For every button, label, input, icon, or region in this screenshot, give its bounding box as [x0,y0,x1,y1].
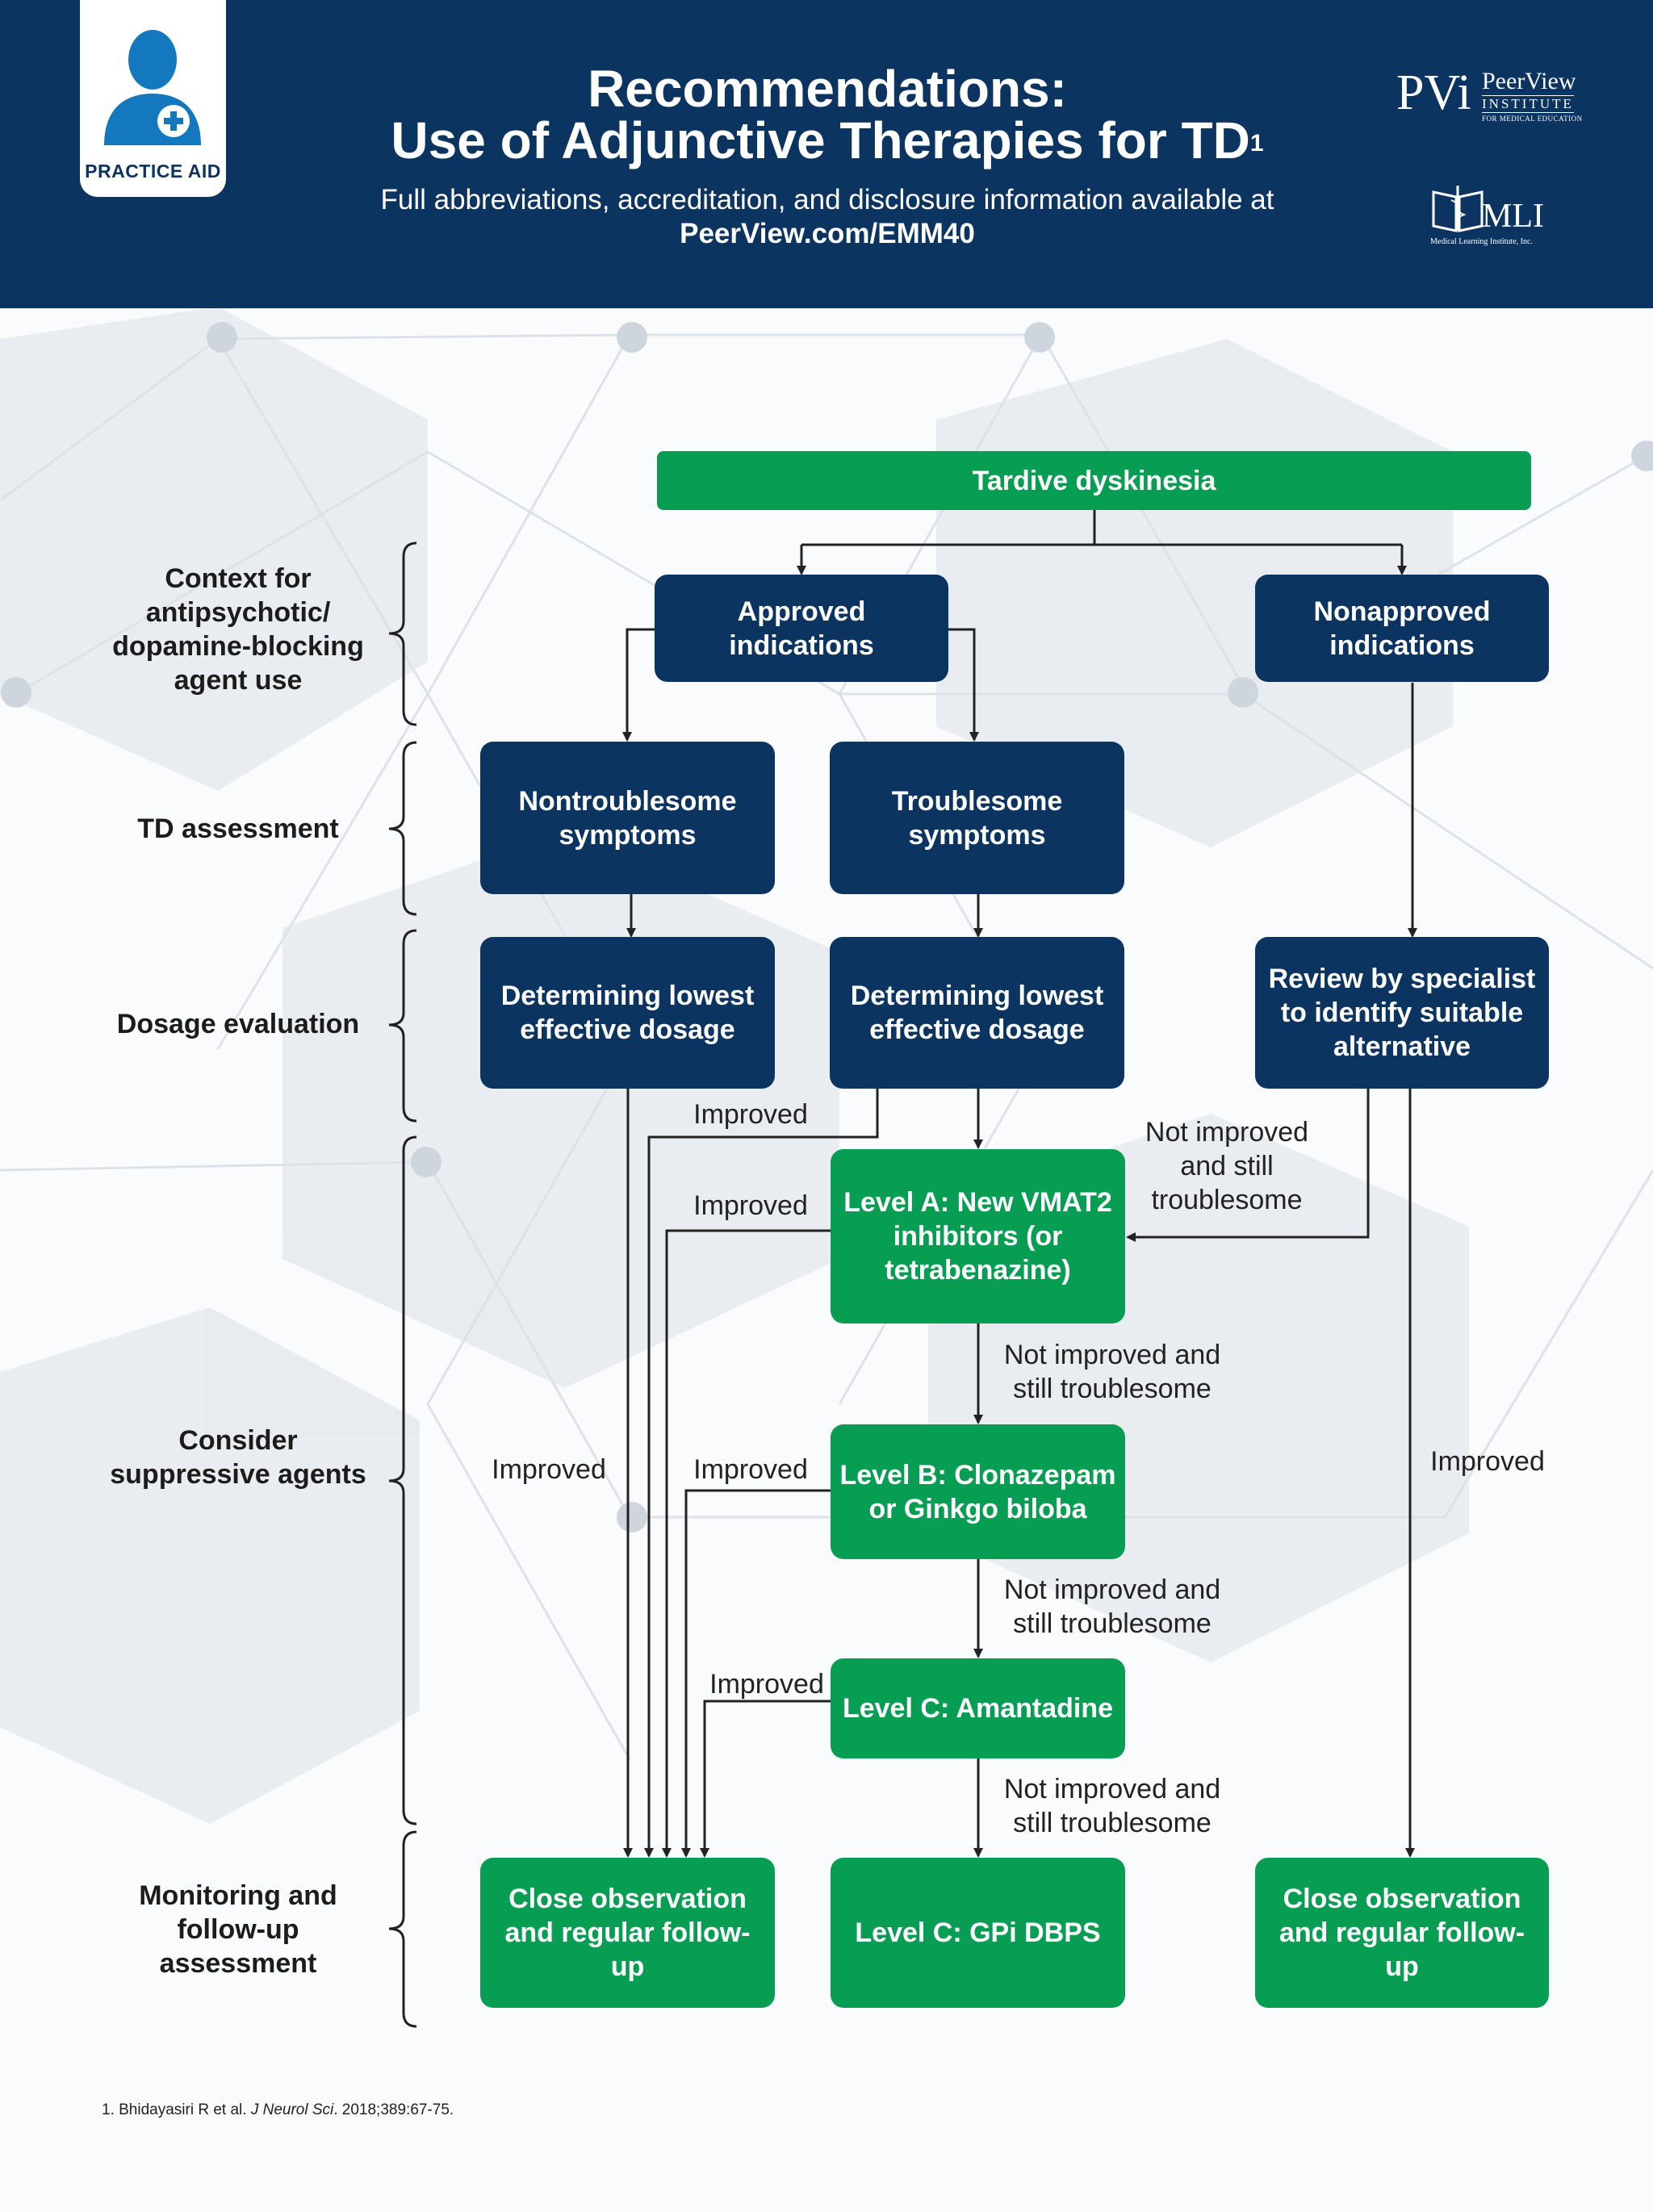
node-level-c2: Level C: GPi DBPS [831,1858,1125,2008]
stage-label-monitoring: Monitoring and follow-up assessment [139,1880,337,1979]
mli-logo-subtitle: Medical Learning Institute, Inc. [1430,237,1533,246]
node-nonapproved-indications: Nonapproved indications [1255,575,1549,682]
edge-approved-nontroublesome [622,628,655,742]
node-specialist-review: Review by specialist to identify suitabl… [1255,937,1549,1089]
edge-level-b-close [681,1489,831,1858]
node-close-observation-right: Close observation and regular follow-up [1255,1858,1549,2008]
reference-journal: J Neurol Sci [250,2101,334,2118]
edge-label-improved-right: Improved [1430,1446,1545,1477]
edge-label-not-improved-review: Not improved and still troublesome [1145,1117,1309,1215]
open-book-caduceus-icon [1432,186,1484,232]
edge-label-not-improved-level-a: Not improved and still troublesome [1003,1340,1221,1404]
node-level-a: Level A: New VMAT2 inhibitors (or tetrab… [831,1149,1125,1323]
edge-label-improved-level-c1: Improved [709,1669,824,1700]
peerview-logo-name: PeerView [1482,68,1576,94]
stage-bracket-context [388,542,417,726]
node-troublesome-symptoms: Troublesome symptoms [830,742,1124,894]
stage-bracket-dosage [388,929,417,1123]
stage-bracket-suppressive [388,1135,417,1825]
clinician-icon [104,30,201,145]
title-line-1: Recommendations: [588,60,1067,118]
mli-logo: MLI Medical Learning Institute, Inc. [1429,184,1590,249]
page-subtitle: Full abbreviations, accreditation, and d… [307,183,1348,251]
edge-label-improved-level-b: Improved [693,1454,808,1485]
practice-aid-badge: PRACTICE AID [80,0,226,197]
edge-label-not-improved-level-b: Not improved and still troublesome [1003,1574,1221,1639]
stage-label-dosage: Dosage evaluation [116,1009,360,1039]
mli-logo-mark: MLI [1482,198,1544,235]
edge-level-a-close [662,1229,831,1858]
edge-label-improved-level-a: Improved [693,1190,808,1221]
title-reference: 1 [1249,130,1264,157]
node-level-b: Level B: Clonazepam or Ginkgo biloba [831,1424,1125,1559]
page-title: Recommendations: Use of Adjunctive Thera… [307,63,1348,166]
header-banner: PRACTICE AID Recommendations: Use of Adj… [0,0,1653,308]
title-line-2: Use of Adjunctive Therapies for TD1 [391,111,1264,169]
badge-label: PRACTICE AID [85,161,221,182]
node-close-observation-left: Close observation and regular follow-up [480,1858,775,2008]
stage-label-suppressive: Consider suppressive agents [110,1425,366,1490]
node-dosage-left: Determining lowest effective dosage [480,937,775,1089]
edge-level-c1-close [700,1700,831,1858]
stage-bracket-assessment [388,741,417,916]
node-dosage-mid: Determining lowest effective dosage [830,937,1124,1089]
edge-label-improved-left: Improved [492,1454,606,1485]
peerview-logo-mark: PVi [1396,65,1471,120]
edge-review-level-a [1126,1089,1370,1242]
edge-dosage-mid-close [644,1089,879,1858]
node-approved-indications: Approved indications [655,575,948,682]
footer-reference: 1. Bhidayasiri R et al. J Neurol Sci. 20… [102,2101,454,2118]
edge-label-improved-dosage: Improved [693,1099,808,1130]
peerview-logo-institute: INSTITUTE [1482,95,1574,113]
stage-bracket-monitoring [388,1830,417,2028]
node-level-c1: Level C: Amantadine [831,1658,1125,1758]
node-nontroublesome-symptoms: Nontroublesome symptoms [480,742,775,894]
node-tardive-dyskinesia: Tardive dyskinesia [657,451,1531,510]
edge-approved-troublesome [948,628,979,742]
stage-label-context: Context for antipsychotic/ dopamine-bloc… [112,563,364,696]
subtitle-text: Full abbreviations, accreditation, and d… [380,184,1274,215]
edge-label-not-improved-level-c1: Not improved and still troublesome [1003,1774,1221,1838]
subtitle-url[interactable]: PeerView.com/EMM40 [680,218,975,249]
stage-label-assessment: TD assessment [137,813,339,844]
peerview-logo: PVi PeerView INSTITUTE FOR MEDICAL EDUCA… [1396,66,1590,147]
peerview-logo-subtitle: FOR MEDICAL EDUCATION [1482,115,1583,123]
edge-root-split [801,510,1402,546]
